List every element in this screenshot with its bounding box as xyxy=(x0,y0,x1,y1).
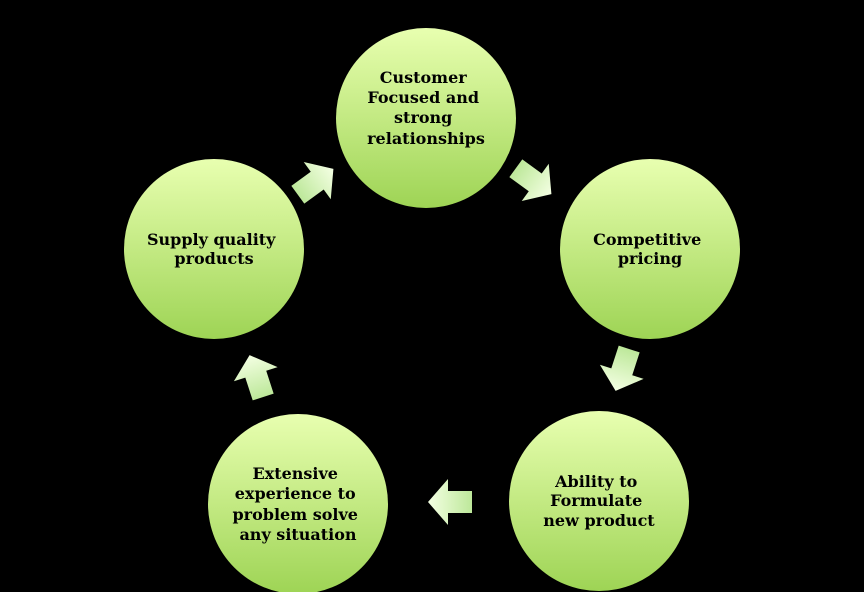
node-label-line: experience to xyxy=(235,484,356,503)
arrow-icon xyxy=(233,355,278,401)
edge-quality-to-customer xyxy=(291,162,334,204)
node-circle xyxy=(336,28,516,208)
node-label-line: pricing xyxy=(618,249,682,268)
node-circle xyxy=(560,159,740,339)
edge-customer-to-pricing xyxy=(509,159,552,201)
node-label: Extensive experience to problem solve an… xyxy=(232,464,363,544)
node-label-line: strong xyxy=(394,108,452,127)
node-label-line: Supply quality xyxy=(147,230,276,249)
edge-pricing-to-formulate xyxy=(599,345,644,391)
node-label-line: products xyxy=(174,249,253,268)
node-circle xyxy=(124,159,304,339)
node-label-line: any situation xyxy=(239,525,356,544)
node-label-line: relationships xyxy=(367,129,485,148)
edge-experience-to-quality xyxy=(233,355,278,401)
node-label-line: Ability to xyxy=(554,472,637,491)
node-label-line: new product xyxy=(543,511,655,530)
edge-formulate-to-experience xyxy=(428,479,472,525)
arrow-icon xyxy=(428,479,472,525)
arrow-icon xyxy=(599,345,644,391)
node-label-line: Extensive xyxy=(252,464,338,483)
node-label: Customer Focused and strong relationship… xyxy=(367,68,485,148)
node-experience: Extensive experience to problem solve an… xyxy=(208,414,388,592)
node-circle xyxy=(509,411,689,591)
node-label-line: Focused and xyxy=(367,88,479,107)
node-quality: Supply quality products xyxy=(124,159,304,339)
node-customer: Customer Focused and strong relationship… xyxy=(336,28,516,208)
node-label-line: Customer xyxy=(380,68,468,87)
node-label: Supply quality products xyxy=(147,230,281,268)
node-circle xyxy=(208,414,388,592)
node-label: Competitive pricing xyxy=(593,230,707,268)
node-label-line: Competitive xyxy=(593,230,701,249)
node-label-line: problem solve xyxy=(232,505,357,524)
node-label-line: Formulate xyxy=(550,491,642,510)
node-pricing: Competitive pricing xyxy=(560,159,740,339)
arrow-icon xyxy=(291,162,334,204)
arrow-icon xyxy=(509,159,552,201)
node-formulate: Ability to Formulate new product xyxy=(509,411,689,591)
node-label: Ability to Formulate new product xyxy=(543,472,655,530)
